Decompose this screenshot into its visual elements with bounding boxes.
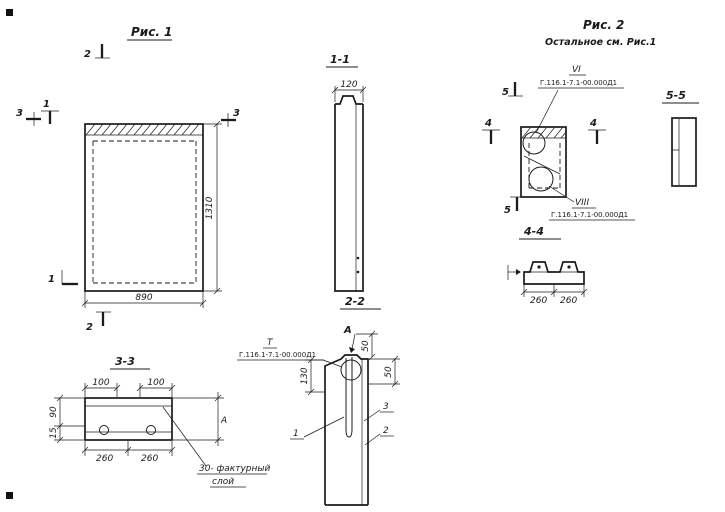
dim-120: 120 <box>331 80 367 102</box>
fig1-title: Рис. 1 <box>131 25 172 39</box>
section-title: 2-2 <box>345 295 365 308</box>
detail-ref: Г.116.1-7.1-00.000Д1 <box>551 211 628 219</box>
dim-value: 1310 <box>205 196 215 219</box>
dim-height-1310: 1310 <box>203 120 222 295</box>
view-marker-A: А <box>343 325 356 353</box>
part-leader-1: 1 <box>290 416 345 440</box>
section-title: 1-1 <box>330 53 350 66</box>
dim-value: 260 <box>560 296 577 306</box>
section-5-5: 5-5 <box>662 89 699 187</box>
dim-value: A <box>220 416 227 426</box>
detail-label: Т <box>267 338 274 348</box>
profile-3-3 <box>84 397 173 441</box>
cut-label: 5 <box>502 87 509 98</box>
dim-value: 50 <box>384 366 394 378</box>
profile-2-2 <box>324 354 369 506</box>
part-number: 1 <box>293 429 299 439</box>
section-cut-1-top: 1 <box>41 99 59 124</box>
section-1-1: 1-1 120 <box>326 53 367 292</box>
cut-label: 1 <box>48 274 55 285</box>
section-cut-5-bottom: 5 <box>504 196 525 216</box>
dim-value: 50 <box>361 340 371 352</box>
cut-label: 3 <box>16 108 23 119</box>
cut-label: 5 <box>504 205 511 216</box>
section-title: 5-5 <box>666 89 686 102</box>
section-2-2: 2-2 А Т Г.116.1-7.1-00.000Д1 50 130 <box>237 295 400 506</box>
cut-label: 2 <box>84 49 91 60</box>
section-cut-3-left: 3 <box>16 108 41 126</box>
cut-label: 4 <box>589 118 597 129</box>
dim-value: 100 <box>92 378 109 388</box>
dim-value: 100 <box>147 378 164 388</box>
reg-mark-top <box>6 9 13 16</box>
detail-circle-vi <box>522 131 546 155</box>
dim-value: 90 <box>49 406 59 418</box>
section-cut-2-bottom: 2 <box>86 311 111 333</box>
dim-value: 120 <box>340 80 357 90</box>
detail-circle-T <box>340 359 362 381</box>
detail-circle-viii <box>528 166 554 192</box>
note-text: 30- фактурный <box>199 464 270 474</box>
part-number: 2 <box>383 426 389 436</box>
facture-layer-note: 30- фактурный слой <box>162 406 270 488</box>
fig2: Рис. 2 Остальное см. Рис.1 VI Г.116.1-7.… <box>482 18 656 221</box>
part-leader-2: 2 <box>364 426 394 446</box>
section-cut-2-top: 2 <box>84 44 110 60</box>
reg-mark-bottom <box>6 492 13 499</box>
dim-3-3-bottom: 260 260 <box>81 441 176 464</box>
dim-value: 260 <box>530 296 547 306</box>
section-4-4: 4-4 260 260 <box>507 225 588 306</box>
section-cut-5-top: 5 <box>502 82 523 98</box>
view-arrow-left <box>507 265 521 280</box>
section-title: 4-4 <box>523 225 544 238</box>
dim-value: 260 <box>96 454 113 464</box>
callout-vi: VI Г.116.1-7.1-00.000Д1 <box>535 65 624 134</box>
dim-value: 130 <box>300 367 310 384</box>
profile-4-4 <box>523 261 585 285</box>
cut-label: 2 <box>86 322 93 333</box>
dim-4-4: 260 260 <box>520 284 588 306</box>
callout-viii: VIII Г.116.1-7.1-00.000Д1 <box>548 185 635 221</box>
dim-3-3-top: 100 100 <box>81 378 176 397</box>
section-cut-3-right: 3 <box>221 108 240 127</box>
panel-front-view <box>84 123 204 292</box>
profile-5-5 <box>671 117 697 187</box>
panel-fragment-view <box>520 126 567 198</box>
dim-value: 890 <box>135 293 152 303</box>
dim-value: 260 <box>141 454 158 464</box>
detail-label: VIII <box>575 198 589 208</box>
cut-label: 3 <box>233 108 240 119</box>
cut-label: 4 <box>484 118 492 129</box>
cut-label: 1 <box>43 99 50 110</box>
detail-label: VI <box>572 65 581 75</box>
fig2-title: Рис. 2 <box>583 18 624 32</box>
dim-2-2-right-50: 50 <box>369 355 400 388</box>
dim-3-3-left: 90 15 <box>49 394 84 444</box>
part-number: 3 <box>383 402 389 412</box>
view-label: А <box>343 325 352 336</box>
fig2-subtitle: Остальное см. Рис.1 <box>545 37 656 48</box>
dim-value: 15 <box>49 427 59 439</box>
section-3-3: 3-3 100 100 90 15 260 260 <box>49 355 270 488</box>
profile-1-1 <box>334 95 364 292</box>
callout-T: Т Г.116.1-7.1-00.000Д1 <box>237 338 343 368</box>
detail-ref: Г.116.1-7.1-00.000Д1 <box>540 79 617 87</box>
part-leader-3: 3 <box>363 402 394 422</box>
dim-3-3-height-A: A <box>173 392 227 446</box>
note-text: слой <box>212 477 234 487</box>
arrow-icon <box>349 347 355 353</box>
section-title: 3-3 <box>115 355 135 368</box>
section-cut-4-left: 4 <box>482 118 500 144</box>
section-cut-4-right: 4 <box>588 118 606 144</box>
dim-width-890: 890 <box>81 291 207 308</box>
detail-ref: Г.116.1-7.1-00.000Д1 <box>239 351 316 359</box>
arrow-icon <box>516 269 521 275</box>
section-cut-1-bottom: 1 <box>48 270 78 286</box>
dim-2-2-left-130: 130 <box>300 356 324 396</box>
fig1: Рис. 1 2 1 3 3 1 2 <box>16 25 240 333</box>
dim-2-2-top-50: 50 <box>356 330 378 361</box>
